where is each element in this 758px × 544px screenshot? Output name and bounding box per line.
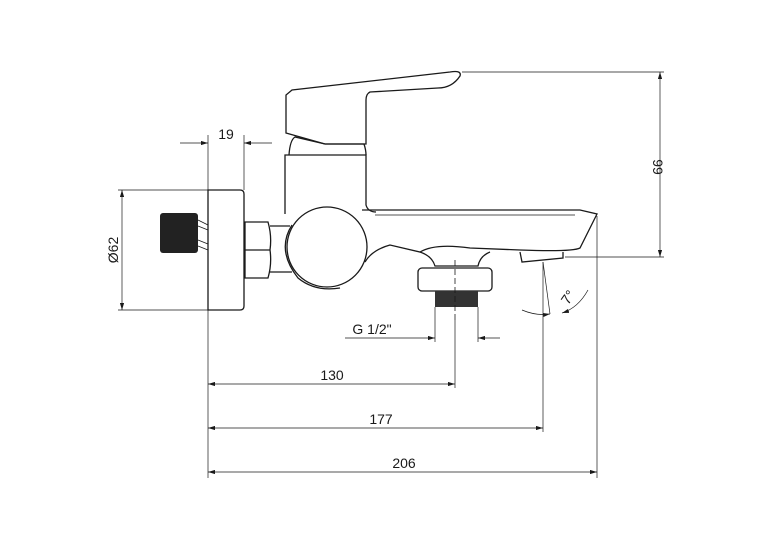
dimension-lines bbox=[118, 71, 664, 478]
dim-angle: 7° bbox=[558, 287, 579, 307]
dim-177: 177 bbox=[369, 411, 393, 427]
spout bbox=[362, 209, 598, 263]
body-cylinder bbox=[286, 206, 368, 288]
dim-206: 206 bbox=[392, 455, 416, 471]
wall-flange bbox=[207, 189, 245, 311]
hex-nut bbox=[244, 221, 272, 279]
aerator bbox=[519, 251, 564, 263]
dim-flange-diameter: Ø62 bbox=[105, 237, 121, 264]
threaded-connector bbox=[160, 213, 198, 253]
dim-130: 130 bbox=[320, 367, 344, 383]
mixer-body bbox=[160, 70, 598, 320]
dim-height: 99 bbox=[650, 159, 666, 175]
dim-thread: G 1/2" bbox=[352, 321, 391, 337]
thread bbox=[435, 291, 478, 307]
dim-flange-depth: 19 bbox=[218, 126, 234, 142]
lever-handle bbox=[285, 70, 461, 145]
